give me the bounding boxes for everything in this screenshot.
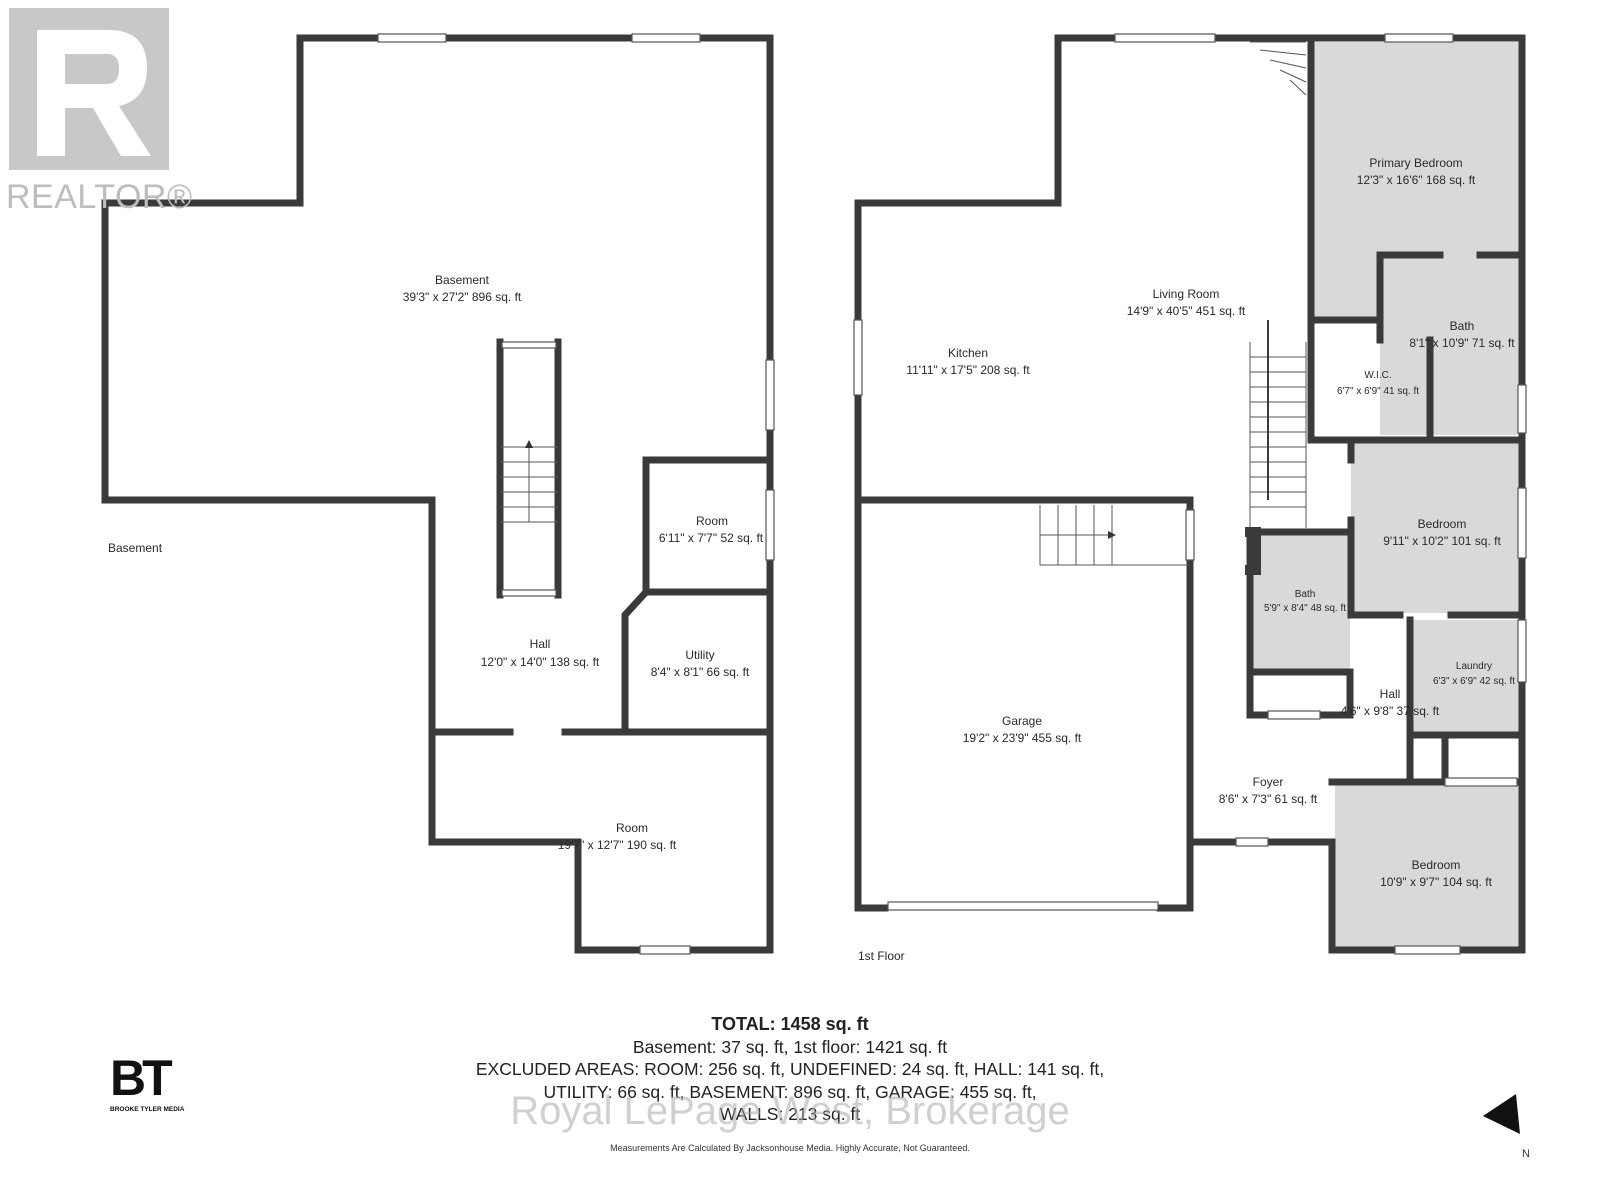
brokerage-watermark: Royal LePage West, Brokerage: [510, 1089, 1070, 1133]
bedroom-2-name: Bedroom: [1418, 517, 1467, 531]
basement-room-large-dims: 19'7" x 12'7" 190 sq. ft: [558, 838, 677, 852]
living-room-dims: 14'9" x 40'5" 451 sq. ft: [1127, 304, 1246, 318]
totals-line-2: EXCLUDED AREAS: ROOM: 256 sq. ft, UNDEFI…: [475, 1059, 1105, 1079]
ensuite-bath-name: Bath: [1450, 319, 1475, 333]
basement-main-dims: 39'3" x 27'2" 896 sq. ft: [403, 290, 522, 304]
ensuite-bath-dims: 8'1" x 10'9" 71 sq. ft: [1409, 336, 1515, 350]
basement-plan: [101, 33, 775, 955]
first-floor-level-label: 1st Floor: [858, 949, 905, 963]
foyer-name: Foyer: [1253, 775, 1284, 789]
basement-level-label: Basement: [108, 541, 163, 555]
north-letter: N: [1522, 1148, 1530, 1160]
bedroom-3-dims: 10'9" x 9'7" 104 sq. ft: [1380, 875, 1493, 889]
basement-utility-dims: 8'4" x 8'1" 66 sq. ft: [651, 665, 750, 679]
basement-utility-name: Utility: [685, 648, 714, 662]
totals-line-4: WALLS: 213 sq. ft: [719, 1104, 861, 1124]
media-logo-name: BROOKE TYLER MEDIA: [110, 1106, 185, 1113]
laundry-dims: 6'3" x 6'9" 42 sq. ft: [1433, 676, 1515, 687]
media-logo-monogram: BT: [110, 1050, 173, 1106]
realtor-r-icon: [9, 8, 169, 170]
area-totals: TOTAL: 1458 sq. ft Basement: 37 sq. ft, …: [440, 1013, 1140, 1126]
measurement-disclaimer: Measurements Are Calculated By Jacksonho…: [610, 1143, 970, 1153]
foyer-dims: 8'6" x 7'3" 61 sq. ft: [1219, 792, 1318, 806]
garage-dims: 19'2" x 23'9" 455 sq. ft: [963, 731, 1082, 745]
living-room-name: Living Room: [1153, 287, 1220, 301]
wic-name: W.I.C.: [1364, 370, 1391, 381]
basement-room-small-name: Room: [696, 514, 728, 528]
media-logo: BT BROOKE TYLER MEDIA: [110, 1050, 190, 1120]
laundry-name: Laundry: [1456, 661, 1492, 672]
basement-room-small-dims: 6'11" x 7'7" 52 sq. ft: [659, 531, 764, 545]
totals-line-1: Basement: 37 sq. ft, 1st floor: 1421 sq.…: [632, 1036, 948, 1057]
wic-dims: 6'7" x 6'9" 41 sq. ft: [1337, 386, 1419, 397]
basement-room-large-name: Room: [616, 821, 648, 835]
primary-bedroom-name: Primary Bedroom: [1369, 156, 1462, 170]
bedroom-3-name: Bedroom: [1412, 858, 1461, 872]
total-area: TOTAL: 1458 sq. ft: [711, 1014, 869, 1034]
main-hall-dims: 4'6" x 9'8" 37 sq. ft: [1341, 704, 1440, 718]
basement-hall-name: Hall: [530, 637, 551, 651]
realtor-logo-text: REALTOR®: [6, 178, 193, 216]
north-arrow-icon: N: [1478, 1088, 1538, 1168]
basement-main-name: Basement: [435, 273, 490, 287]
realtor-logo: REALTOR®: [6, 6, 192, 216]
totals-line-3: UTILITY: 66 sq. ft, BASEMENT: 896 sq. ft…: [543, 1081, 1037, 1102]
kitchen-name: Kitchen: [948, 346, 988, 360]
primary-bedroom-dims: 12'3" x 16'6" 168 sq. ft: [1357, 173, 1476, 187]
main-bath-name: Bath: [1295, 589, 1316, 600]
main-hall-name: Hall: [1380, 687, 1401, 701]
main-bath-dims: 5'9" x 8'4" 48 sq. ft: [1264, 603, 1346, 614]
garage-name: Garage: [1002, 714, 1042, 728]
basement-hall-dims: 12'0" x 14'0" 138 sq. ft: [481, 655, 600, 669]
first-floor-plan: [853, 33, 1527, 955]
bedroom-2-dims: 9'11" x 10'2" 101 sq. ft: [1383, 534, 1501, 548]
kitchen-dims: 11'11" x 17'5" 208 sq. ft: [906, 363, 1030, 377]
